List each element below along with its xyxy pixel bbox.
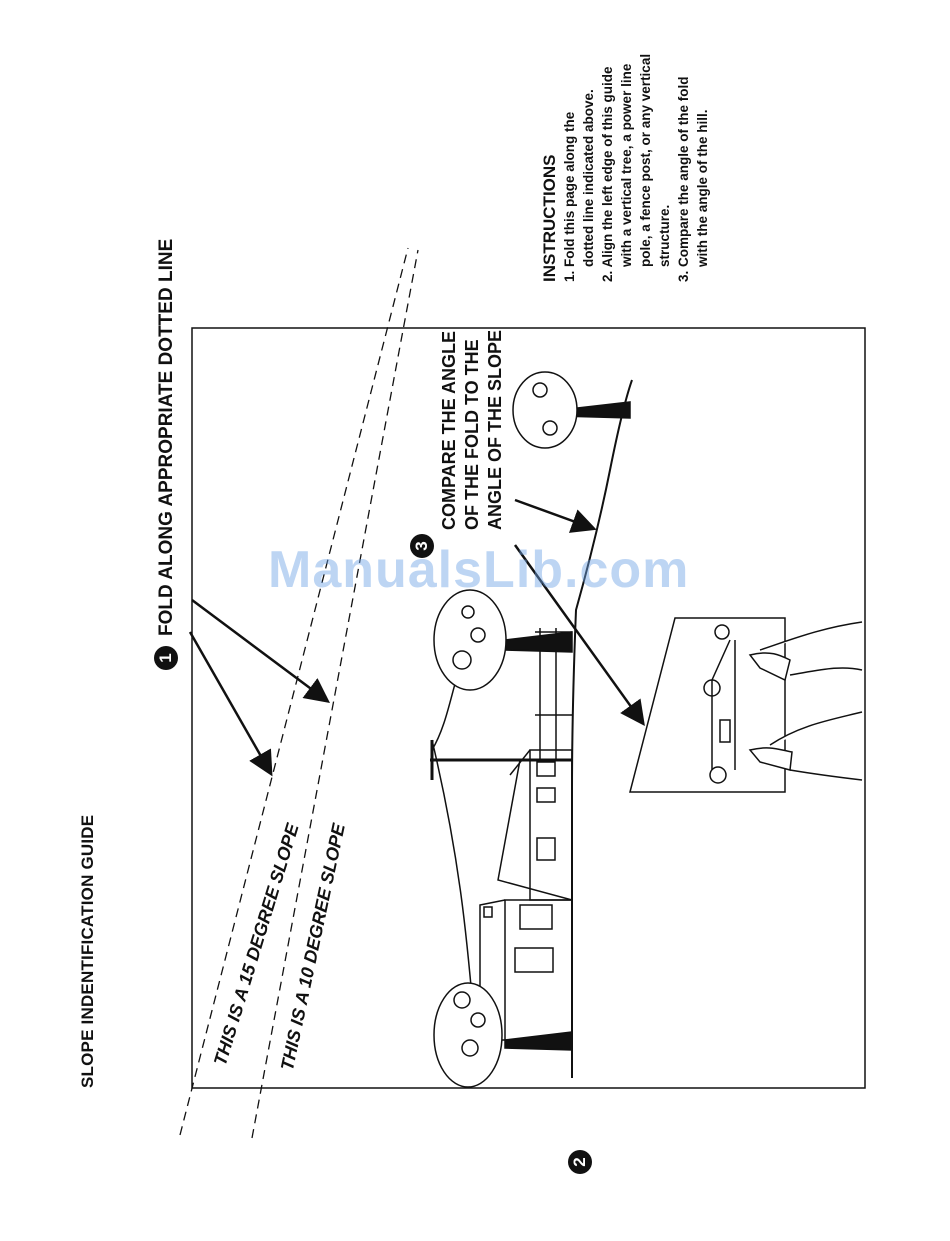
step-1-fold-instruction: FOLD ALONG APPROPRIATE DOTTED LINE (156, 238, 177, 636)
arrow-to-held-guide (513, 544, 645, 727)
compare-line-1: COMPARE THE ANGLE (439, 330, 459, 530)
ground-hill-line (570, 379, 633, 1079)
held-guide-picture (629, 617, 786, 793)
instructions-title: INSTRUCTIONS (540, 154, 559, 283)
house (479, 749, 573, 1041)
instruction-item-1: 1. Fold this page along the dotted line … (562, 89, 596, 282)
tree-right (512, 371, 631, 449)
arrow-to-15-line (188, 631, 273, 777)
arrow-to-hill (514, 498, 597, 533)
fold-line-10-degree (251, 249, 419, 1139)
compare-line-2: OF THE FOLD TO THE (462, 339, 482, 530)
tree-middle (433, 589, 573, 691)
step-3-compare-text: COMPARE THE ANGLE OF THE FOLD TO THE ANG… (438, 330, 507, 530)
compare-line-3: ANGLE OF THE SLOPE (485, 329, 505, 530)
illustration-frame (191, 327, 866, 1089)
fold-line-15-degree (179, 247, 409, 1136)
instruction-item-2: 2. Align the left edge of this guide wit… (600, 53, 672, 282)
guide-title: SLOPE INDENTIFICATION GUIDE (78, 814, 97, 1088)
instruction-item-3: 3. Compare the angle of the fold with th… (676, 76, 710, 282)
step-1-badge: 1 (154, 646, 178, 670)
step-2-badge: 2 (568, 1150, 592, 1174)
watermark: ManualsLib.com (268, 541, 690, 599)
instructions-block: INSTRUCTIONS 1. Fold this page along the… (540, 54, 712, 282)
hands (748, 621, 863, 781)
tree-left (433, 982, 573, 1088)
arrow-to-10-line (191, 598, 331, 703)
